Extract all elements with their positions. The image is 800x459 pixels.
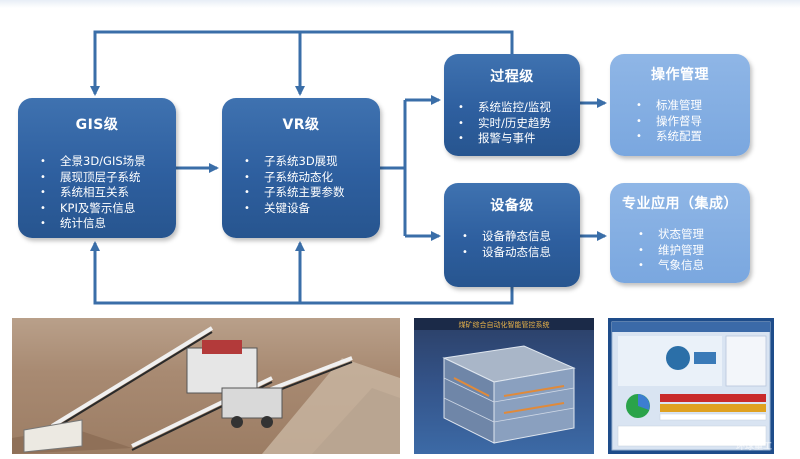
professional-application-title: 专业应用（集成） xyxy=(622,196,738,212)
operations-item: 操作督导 xyxy=(636,114,750,130)
device-item: 设备动态信息 xyxy=(462,245,580,261)
3d-model-photo: 煤矿综合自动化智能管控系统 xyxy=(414,318,594,454)
device-level-list: 设备静态信息 设备动态信息 xyxy=(462,229,580,260)
operations-management-box: 操作管理 标准管理 操作督导 系统配置 xyxy=(610,54,750,156)
professional-application-box: 专业应用（集成） 状态管理 维护管理 气象信息 xyxy=(610,183,750,283)
mobile-crusher-photo xyxy=(12,318,400,454)
vr-item: 子系统主要参数 xyxy=(244,185,380,201)
process-item: 系统监控/监视 xyxy=(458,100,580,116)
process-item: 报警与事件 xyxy=(458,131,580,147)
professional-application-list: 状态管理 维护管理 气象信息 xyxy=(638,227,750,274)
gis-item: KPI及警示信息 xyxy=(40,201,176,217)
monitoring-screen-illustration xyxy=(611,321,771,451)
application-item: 状态管理 xyxy=(638,227,750,243)
process-item: 实时/历史趋势 xyxy=(458,116,580,132)
vr-item: 子系统3D展现 xyxy=(244,154,380,170)
feedback-arrow-bottom-gis xyxy=(90,241,514,305)
top-border xyxy=(0,0,800,8)
device-item: 设备静态信息 xyxy=(462,229,580,245)
3d-model-illustration: 煤矿综合自动化智能管控系统 xyxy=(414,318,594,444)
operations-management-list: 标准管理 操作督导 系统配置 xyxy=(636,98,750,145)
monitoring-screen-photo: 环球重工 xyxy=(608,318,774,454)
device-level-box: 设备级 设备静态信息 设备动态信息 xyxy=(444,183,580,287)
gis-level-box: GIS级 全景3D/GIS场景 展现顶层子系统 系统相互关系 KPI及警示信息 … xyxy=(18,98,176,238)
vr-level-list: 子系统3D展现 子系统动态化 子系统主要参数 关键设备 xyxy=(244,154,380,216)
process-level-title: 过程级 xyxy=(490,69,534,85)
vr-item: 子系统动态化 xyxy=(244,170,380,186)
crusher-illustration xyxy=(12,326,400,454)
vr-level-box: VR级 子系统3D展现 子系统动态化 子系统主要参数 关键设备 xyxy=(222,98,380,238)
gis-item: 全景3D/GIS场景 xyxy=(40,154,176,170)
operations-item: 系统配置 xyxy=(636,129,750,145)
vr-item: 关键设备 xyxy=(244,201,380,217)
gis-item: 系统相互关系 xyxy=(40,185,176,201)
gis-level-list: 全景3D/GIS场景 展现顶层子系统 系统相互关系 KPI及警示信息 统计信息 xyxy=(40,154,176,232)
gis-item: 展现顶层子系统 xyxy=(40,170,176,186)
gis-item: 统计信息 xyxy=(40,216,176,232)
watermark-text: 环球重工 xyxy=(735,442,772,452)
operations-item: 标准管理 xyxy=(636,98,750,114)
operations-management-title: 操作管理 xyxy=(651,67,709,83)
process-level-box: 过程级 系统监控/监视 实时/历史趋势 报警与事件 xyxy=(444,54,580,156)
device-level-title: 设备级 xyxy=(490,198,534,214)
process-level-list: 系统监控/监视 实时/历史趋势 报警与事件 xyxy=(458,100,580,147)
application-item: 维护管理 xyxy=(638,243,750,259)
model-header-text: 煤矿综合自动化智能管控系统 xyxy=(459,320,550,329)
feedback-arrow-top-gis xyxy=(90,30,514,96)
vr-level-title: VR级 xyxy=(282,117,320,133)
gis-level-title: GIS级 xyxy=(75,117,119,133)
application-item: 气象信息 xyxy=(638,258,750,274)
